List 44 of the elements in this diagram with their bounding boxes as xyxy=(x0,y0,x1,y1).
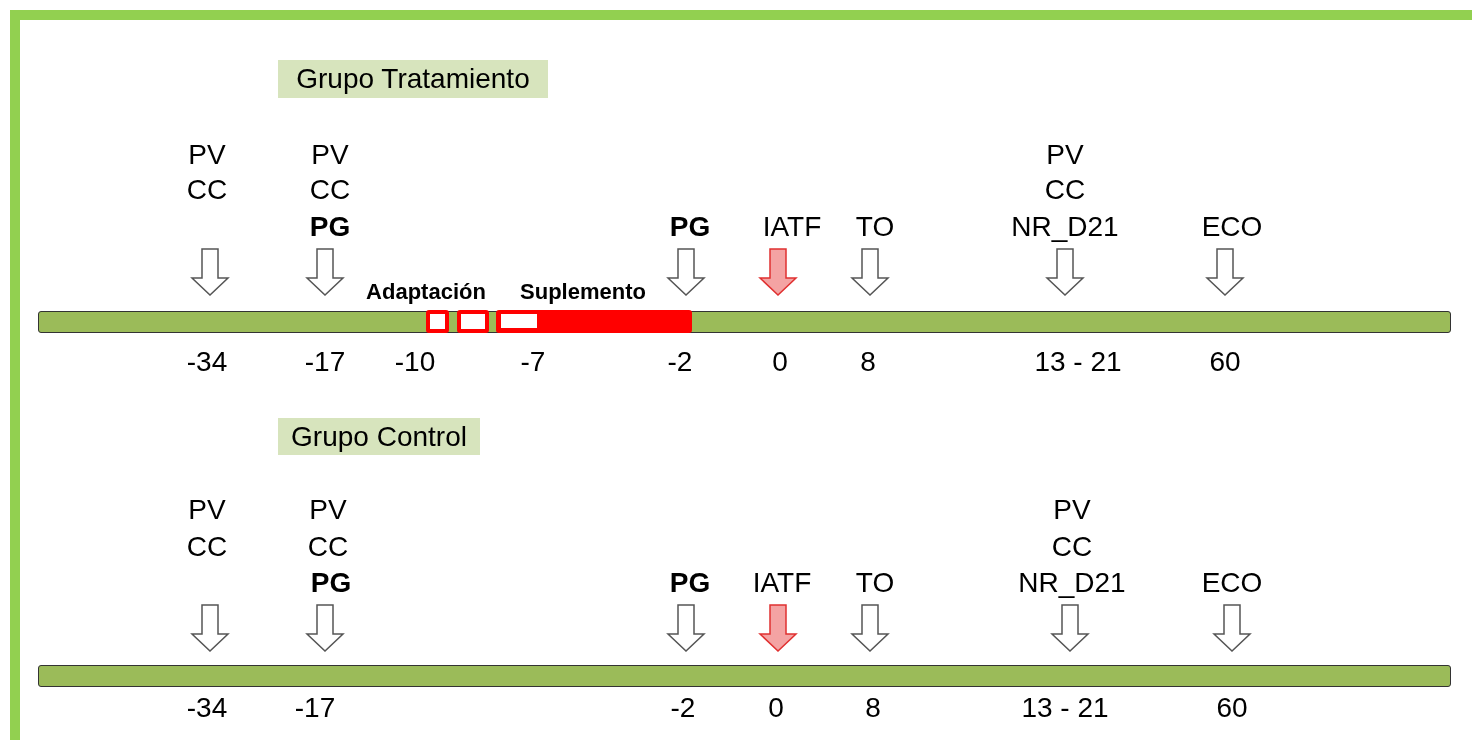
day-number: 8 xyxy=(860,348,876,376)
day-number: 60 xyxy=(1209,348,1241,376)
event-label: ECO xyxy=(1201,213,1263,241)
event-label: CC xyxy=(186,533,228,561)
event-label: CC xyxy=(186,176,228,204)
event-label: NR_D21 xyxy=(1018,569,1126,597)
day-number: -17 xyxy=(294,694,336,722)
day-number: 0 xyxy=(772,348,788,376)
group-heading: Grupo Tratamiento xyxy=(278,60,548,98)
event-label: PV xyxy=(1053,496,1091,524)
event-label: TO xyxy=(855,213,895,241)
day-number: 13 - 21 xyxy=(1034,348,1122,376)
event-label: CC xyxy=(307,533,349,561)
event-label: IATF xyxy=(752,569,812,597)
event-label: PV xyxy=(188,141,226,169)
timeline-bar xyxy=(38,665,1451,687)
day-number: -7 xyxy=(520,348,546,376)
event-label: IATF xyxy=(762,213,822,241)
event-label: PV xyxy=(311,141,349,169)
event-label: PV xyxy=(309,496,347,524)
timeline-bar xyxy=(38,311,1451,333)
day-number: -10 xyxy=(394,348,436,376)
event-label: PG xyxy=(310,569,352,597)
event-label: PG xyxy=(309,213,351,241)
day-number: 8 xyxy=(865,694,881,722)
event-label: NR_D21 xyxy=(1011,213,1119,241)
event-label: CC xyxy=(309,176,351,204)
day-number: 13 - 21 xyxy=(1021,694,1109,722)
day-number: -34 xyxy=(186,694,228,722)
event-label: PG xyxy=(669,213,711,241)
group-heading: Grupo Control xyxy=(278,418,480,455)
day-number: -2 xyxy=(667,348,693,376)
day-number: 60 xyxy=(1216,694,1248,722)
day-number: -34 xyxy=(186,348,228,376)
event-label: TO xyxy=(855,569,895,597)
event-label: PG xyxy=(669,569,711,597)
event-label: CC xyxy=(1044,176,1086,204)
day-number: -2 xyxy=(670,694,696,722)
day-number: -17 xyxy=(304,348,346,376)
event-label: PV xyxy=(188,496,226,524)
event-label: CC xyxy=(1051,533,1093,561)
day-number: 0 xyxy=(768,694,784,722)
event-label: ECO xyxy=(1201,569,1263,597)
event-label: PV xyxy=(1046,141,1084,169)
